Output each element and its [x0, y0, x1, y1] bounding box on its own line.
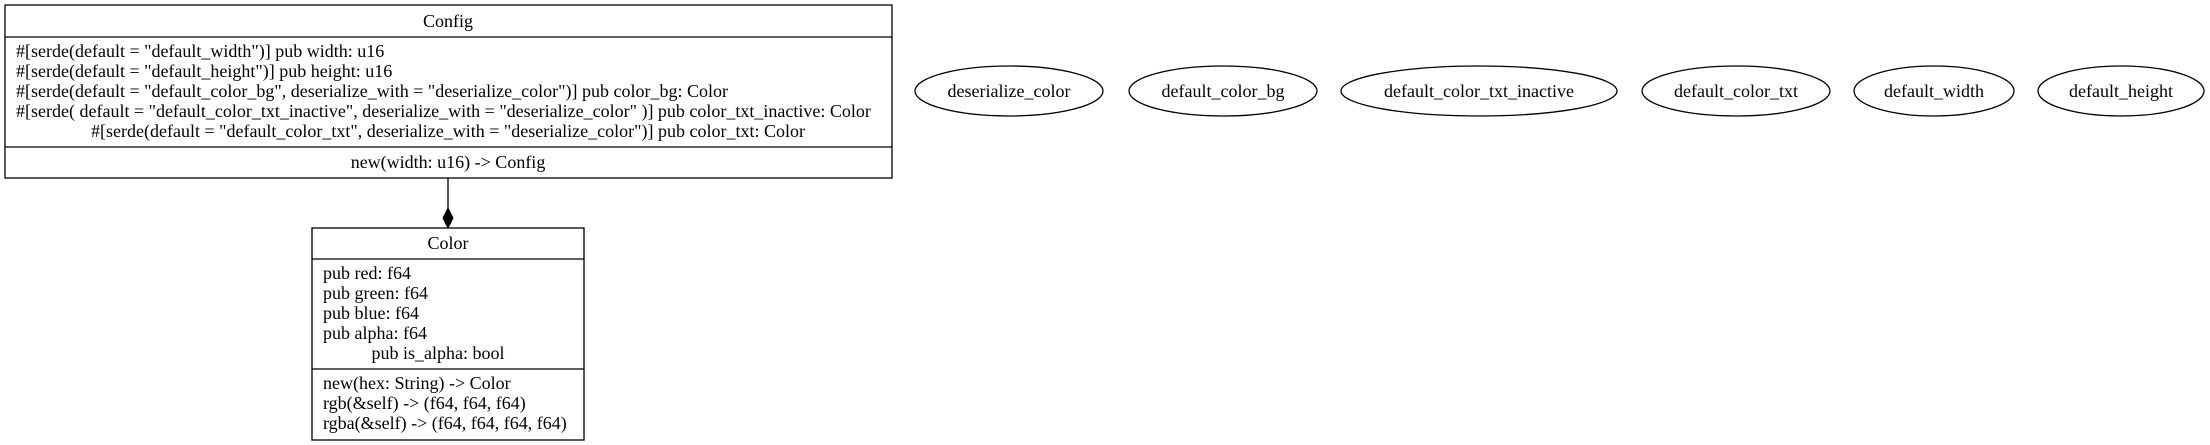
config-class-title: Config: [423, 11, 473, 31]
color-method: rgb(&self) -> (f64, f64, f64): [323, 393, 526, 414]
function-node-deserialize-color: deserialize_color: [914, 65, 1104, 117]
color-field: pub blue: f64: [323, 303, 419, 323]
function-node-default-color-bg: default_color_bg: [1128, 65, 1318, 117]
function-node-default-color-txt-inactive: default_color_txt_inactive: [1340, 65, 1618, 117]
config-method: new(width: u16) -> Config: [351, 152, 546, 173]
function-ellipse: [1641, 65, 1831, 117]
function-label: deserialize_color: [948, 81, 1071, 101]
color-field: pub alpha: f64: [323, 323, 427, 343]
function-ellipse: [1853, 65, 2015, 117]
function-ellipse: [1128, 65, 1318, 117]
config-field: #[serde(default = "default_color_bg", de…: [16, 81, 728, 102]
config-field: #[serde(default = "default_color_txt", d…: [91, 121, 805, 142]
function-ellipse: [1340, 65, 1618, 117]
color-class-title: Color: [427, 233, 468, 253]
color-method: new(hex: String) -> Color: [323, 373, 511, 394]
color-field: pub red: f64: [323, 263, 411, 283]
config-field: #[serde(default = "default_width")] pub …: [16, 41, 384, 62]
function-node-default-height: default_height: [2037, 65, 2205, 117]
color-field: pub is_alpha: bool: [372, 343, 505, 363]
color-field: pub green: f64: [323, 283, 428, 303]
config-field: #[serde(default = "default_height")] pub…: [16, 61, 392, 82]
function-label: default_height: [2069, 81, 2173, 101]
function-label: default_color_txt_inactive: [1384, 81, 1574, 101]
function-ellipse: [914, 65, 1104, 117]
function-node-default-width: default_width: [1853, 65, 2015, 117]
function-node-default-color-txt: default_color_txt: [1641, 65, 1831, 117]
composition-edge: [442, 178, 454, 230]
color-class-node: Color pub red: f64 pub green: f64 pub bl…: [311, 227, 585, 441]
color-method: rgba(&self) -> (f64, f64, f64, f64): [323, 413, 567, 434]
composition-diamond-icon: [442, 206, 454, 230]
function-ellipse: [2037, 65, 2205, 117]
function-label: default_color_txt: [1674, 81, 1798, 101]
function-label: default_color_bg: [1162, 81, 1285, 101]
config-class-node: Config #[serde(default = "default_width"…: [4, 4, 893, 179]
color-class-box: [311, 227, 585, 441]
function-label: default_width: [1884, 81, 1984, 101]
config-field: #[serde( default = "default_color_txt_in…: [16, 101, 871, 122]
